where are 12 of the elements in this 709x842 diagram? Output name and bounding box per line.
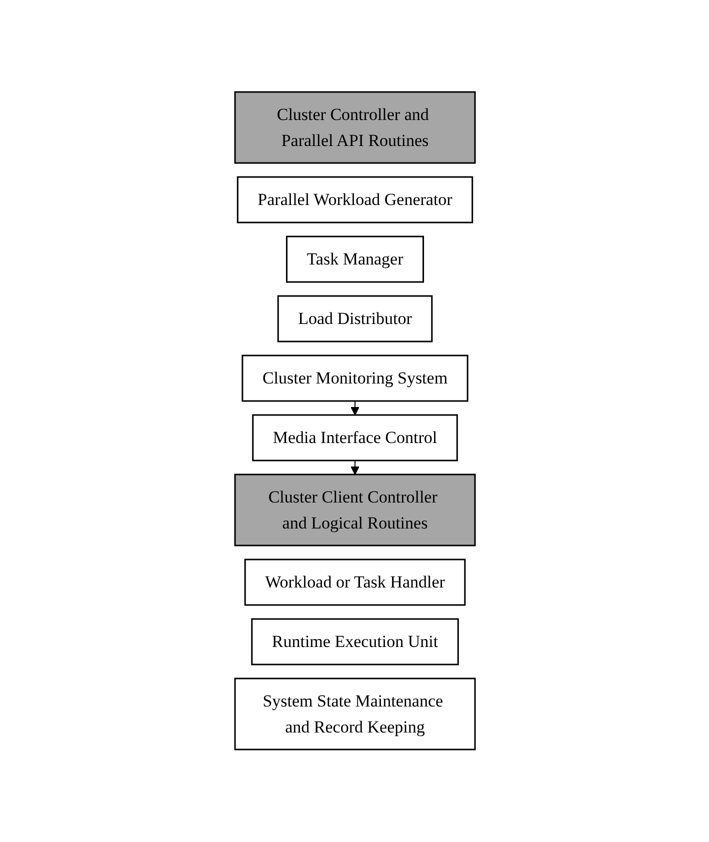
node-box: Runtime Execution Unit [250, 618, 458, 666]
arrow [350, 400, 359, 416]
node-box: Parallel Workload Generator [236, 176, 473, 224]
node-box: Task Manager [285, 236, 424, 283]
node-box: System State Maintenance and Record Keeping [234, 678, 476, 750]
arrow [350, 460, 359, 476]
node-box: Media Interface Control [252, 414, 458, 462]
node-box: Workload or Task Handler [244, 559, 466, 606]
node-box: Cluster Client Controller and Logical Routines [234, 474, 476, 546]
node-box: Load Distributor [276, 296, 432, 342]
node-box: Cluster Monitoring System [241, 355, 468, 402]
node-box: Cluster Controller and Parallel API Routines [234, 92, 476, 164]
